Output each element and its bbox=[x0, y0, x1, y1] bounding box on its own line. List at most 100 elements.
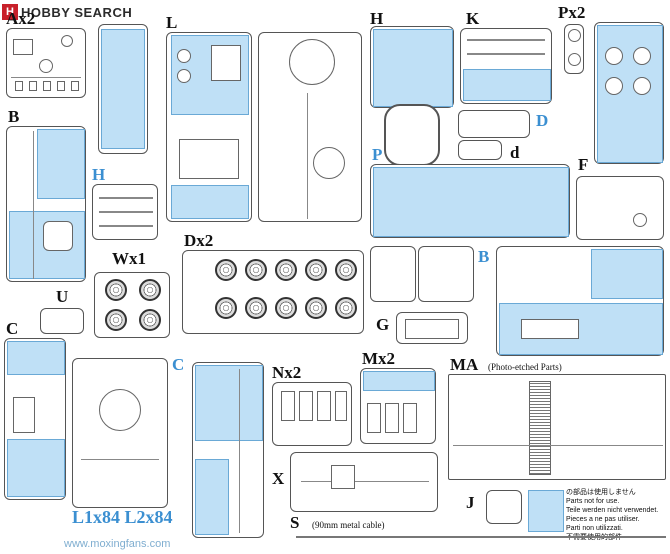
label-ax2: Ax2 bbox=[6, 9, 36, 28]
part bbox=[211, 45, 241, 81]
notice-line: Pieces a ne pas utiliser. bbox=[566, 516, 640, 523]
label-h-small: H bbox=[92, 165, 106, 184]
highlight-unused bbox=[171, 185, 249, 219]
logo-text: HOBBY SEARCH bbox=[21, 4, 133, 20]
part bbox=[367, 403, 381, 433]
road-wheel bbox=[335, 297, 357, 319]
sprue-h bbox=[370, 26, 454, 108]
part bbox=[29, 81, 37, 91]
part bbox=[317, 391, 331, 421]
sprue-hull-parts bbox=[258, 32, 362, 222]
part bbox=[568, 29, 581, 42]
part bbox=[405, 319, 459, 339]
label-b-left: B bbox=[8, 107, 20, 126]
label-nx2: Nx2 bbox=[272, 363, 302, 382]
runner bbox=[467, 53, 545, 55]
part bbox=[177, 49, 191, 63]
part bbox=[13, 397, 35, 433]
sprue-g bbox=[396, 312, 468, 344]
turret-ring-part bbox=[384, 104, 440, 166]
runner bbox=[99, 225, 153, 227]
part bbox=[605, 77, 623, 95]
road-wheel bbox=[139, 279, 161, 301]
sprue-p-small bbox=[564, 24, 584, 74]
photo-etched-fret bbox=[448, 374, 666, 480]
sprue-p bbox=[370, 164, 570, 238]
sprue-f bbox=[576, 176, 664, 240]
runner bbox=[99, 211, 153, 213]
label-b-right: B bbox=[478, 247, 490, 266]
sprue-b-left bbox=[6, 126, 86, 282]
part bbox=[633, 47, 651, 65]
part bbox=[179, 139, 239, 179]
part bbox=[403, 403, 417, 433]
notice-line: Teile werden nicht verwendet. bbox=[566, 507, 659, 514]
photo-etched-caption: (Photo-etched Parts) bbox=[488, 362, 562, 372]
highlight-unused bbox=[101, 29, 145, 149]
label-c-mid: C bbox=[172, 355, 185, 374]
label-ma: MA bbox=[450, 355, 479, 374]
notice-line: Parts not for use. bbox=[566, 498, 620, 505]
sprue-small-frame-2 bbox=[418, 246, 474, 302]
label-s: S bbox=[290, 513, 300, 532]
sprue-wx1 bbox=[94, 272, 170, 338]
sprue-a bbox=[6, 28, 86, 98]
runner bbox=[33, 131, 34, 279]
part bbox=[313, 147, 345, 179]
runner bbox=[81, 459, 159, 460]
runner bbox=[99, 197, 153, 199]
highlight-unused bbox=[363, 371, 435, 391]
part bbox=[43, 221, 73, 251]
label-k: K bbox=[466, 9, 480, 28]
sprue-u bbox=[40, 308, 84, 334]
road-wheel bbox=[335, 259, 357, 281]
metal-cable bbox=[296, 536, 666, 538]
label-l-top: L bbox=[166, 13, 178, 32]
part bbox=[385, 403, 399, 433]
part bbox=[289, 39, 335, 85]
unused-parts-swatch bbox=[528, 490, 564, 532]
metal-cable-caption: (90mm metal cable) bbox=[312, 520, 385, 530]
highlight-unused bbox=[373, 29, 453, 107]
sprue-dx2 bbox=[182, 250, 364, 334]
sprue-l bbox=[166, 32, 252, 222]
sprue-small-frame bbox=[370, 246, 416, 302]
sprue-px2 bbox=[594, 22, 664, 164]
road-wheel bbox=[215, 259, 237, 281]
part bbox=[281, 391, 295, 421]
part bbox=[177, 69, 191, 83]
runner bbox=[11, 77, 81, 78]
highlight-unused bbox=[7, 439, 65, 497]
part bbox=[71, 81, 79, 91]
part bbox=[13, 39, 33, 55]
sprue-c-mid bbox=[192, 362, 264, 538]
label-wx1: Wx1 bbox=[112, 249, 146, 268]
notice-line: Parti non utilizzati. bbox=[566, 525, 623, 532]
sprue-d bbox=[458, 140, 502, 160]
sprue-mx2 bbox=[360, 368, 436, 444]
label-u: U bbox=[56, 287, 69, 306]
part bbox=[57, 81, 65, 91]
part bbox=[633, 213, 647, 227]
highlight-unused bbox=[195, 365, 263, 441]
runner bbox=[307, 93, 308, 219]
road-wheel bbox=[215, 297, 237, 319]
sprue-k bbox=[460, 28, 552, 104]
label-d-blue: D bbox=[536, 111, 549, 130]
label-h-top: H bbox=[370, 9, 384, 28]
label-g: G bbox=[376, 315, 390, 334]
part bbox=[99, 389, 141, 431]
road-wheel bbox=[305, 259, 327, 281]
sprue-x bbox=[290, 452, 438, 512]
highlight-unused bbox=[373, 167, 569, 237]
road-wheel bbox=[105, 309, 127, 331]
label-j: J bbox=[466, 493, 475, 512]
notice-line: の部品は使用しません bbox=[566, 489, 636, 496]
road-wheel bbox=[275, 259, 297, 281]
highlight-unused bbox=[597, 25, 663, 163]
part bbox=[605, 47, 623, 65]
label-dx2: Dx2 bbox=[184, 231, 214, 250]
part bbox=[568, 53, 581, 66]
label-c-left: C bbox=[6, 319, 19, 338]
sprue-h-small bbox=[92, 184, 158, 240]
